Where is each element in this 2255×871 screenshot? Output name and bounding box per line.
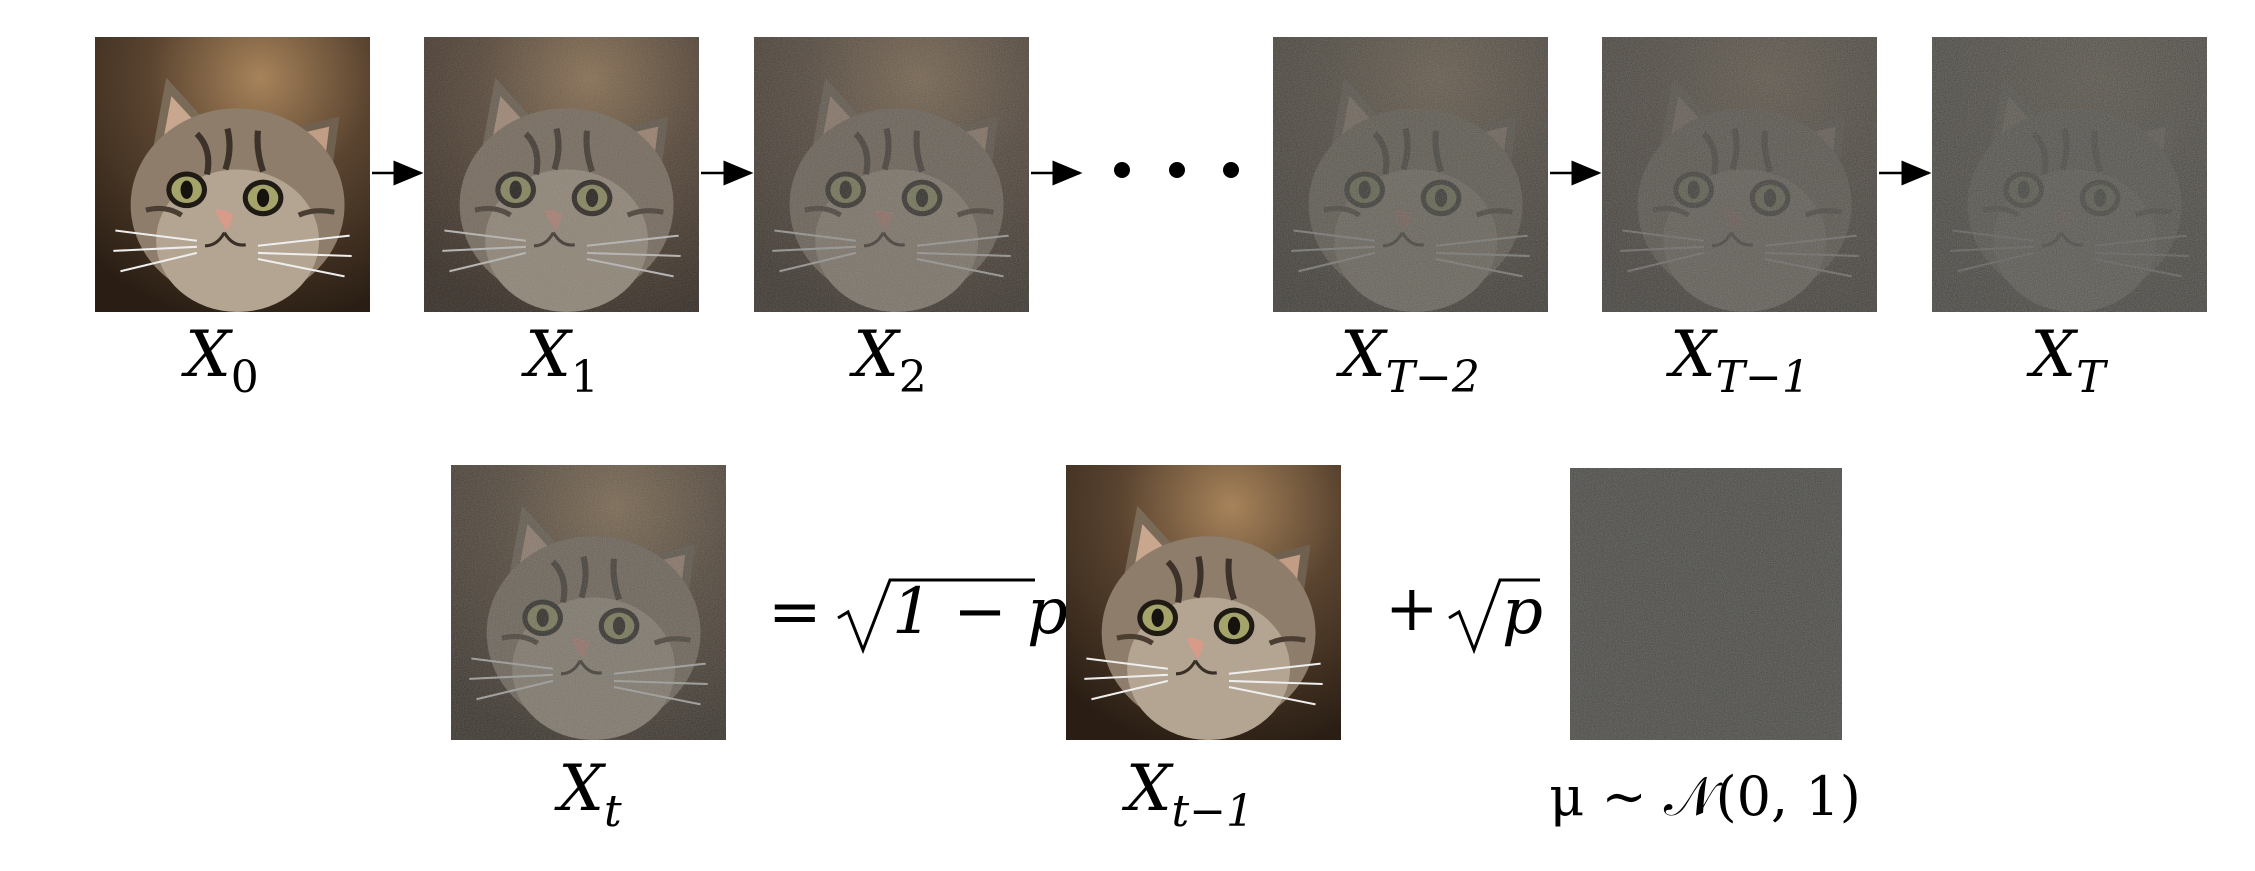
sqrt-term1-coef: 1 − p: [892, 575, 1068, 649]
ellipsis-dot: [1114, 162, 1130, 178]
equals-sign: =: [768, 575, 822, 649]
label-xt-minus-2: XT−2: [1340, 318, 1480, 403]
ellipsis-dot: [1223, 162, 1239, 178]
noise-image: [1570, 468, 1842, 740]
label-xt: XT: [2030, 318, 2106, 403]
sqrt-radical-2: [1448, 578, 1540, 655]
label-noise-distribution: μ ∼ 𝒩(0, 1): [1549, 765, 1861, 828]
cat-image-xt-lhs: [451, 465, 726, 740]
label-xt-minus-1: XT−1: [1670, 318, 1810, 403]
sqrt-radical-1: [837, 578, 1035, 655]
label-xt-lhs: Xt: [558, 752, 622, 837]
cat-image-xt-minus-1: [1602, 37, 1877, 312]
cat-image-xt-minus-2: [1273, 37, 1548, 312]
cat-image-x2: [754, 37, 1029, 312]
sqrt-term2-coef: p: [1502, 575, 1543, 649]
cat-image-xt-minus-1-rhs: [1066, 465, 1341, 740]
cat-image-x1: [424, 37, 699, 312]
plus-sign: +: [1385, 572, 1439, 646]
ellipsis-dot: [1169, 162, 1185, 178]
cat-image-xt: [1932, 37, 2207, 312]
label-x2: X2: [853, 318, 927, 403]
label-x1: X1: [525, 318, 599, 403]
label-x0: X0: [185, 318, 259, 403]
label-xt-minus-1-rhs: Xt−1: [1125, 752, 1255, 837]
